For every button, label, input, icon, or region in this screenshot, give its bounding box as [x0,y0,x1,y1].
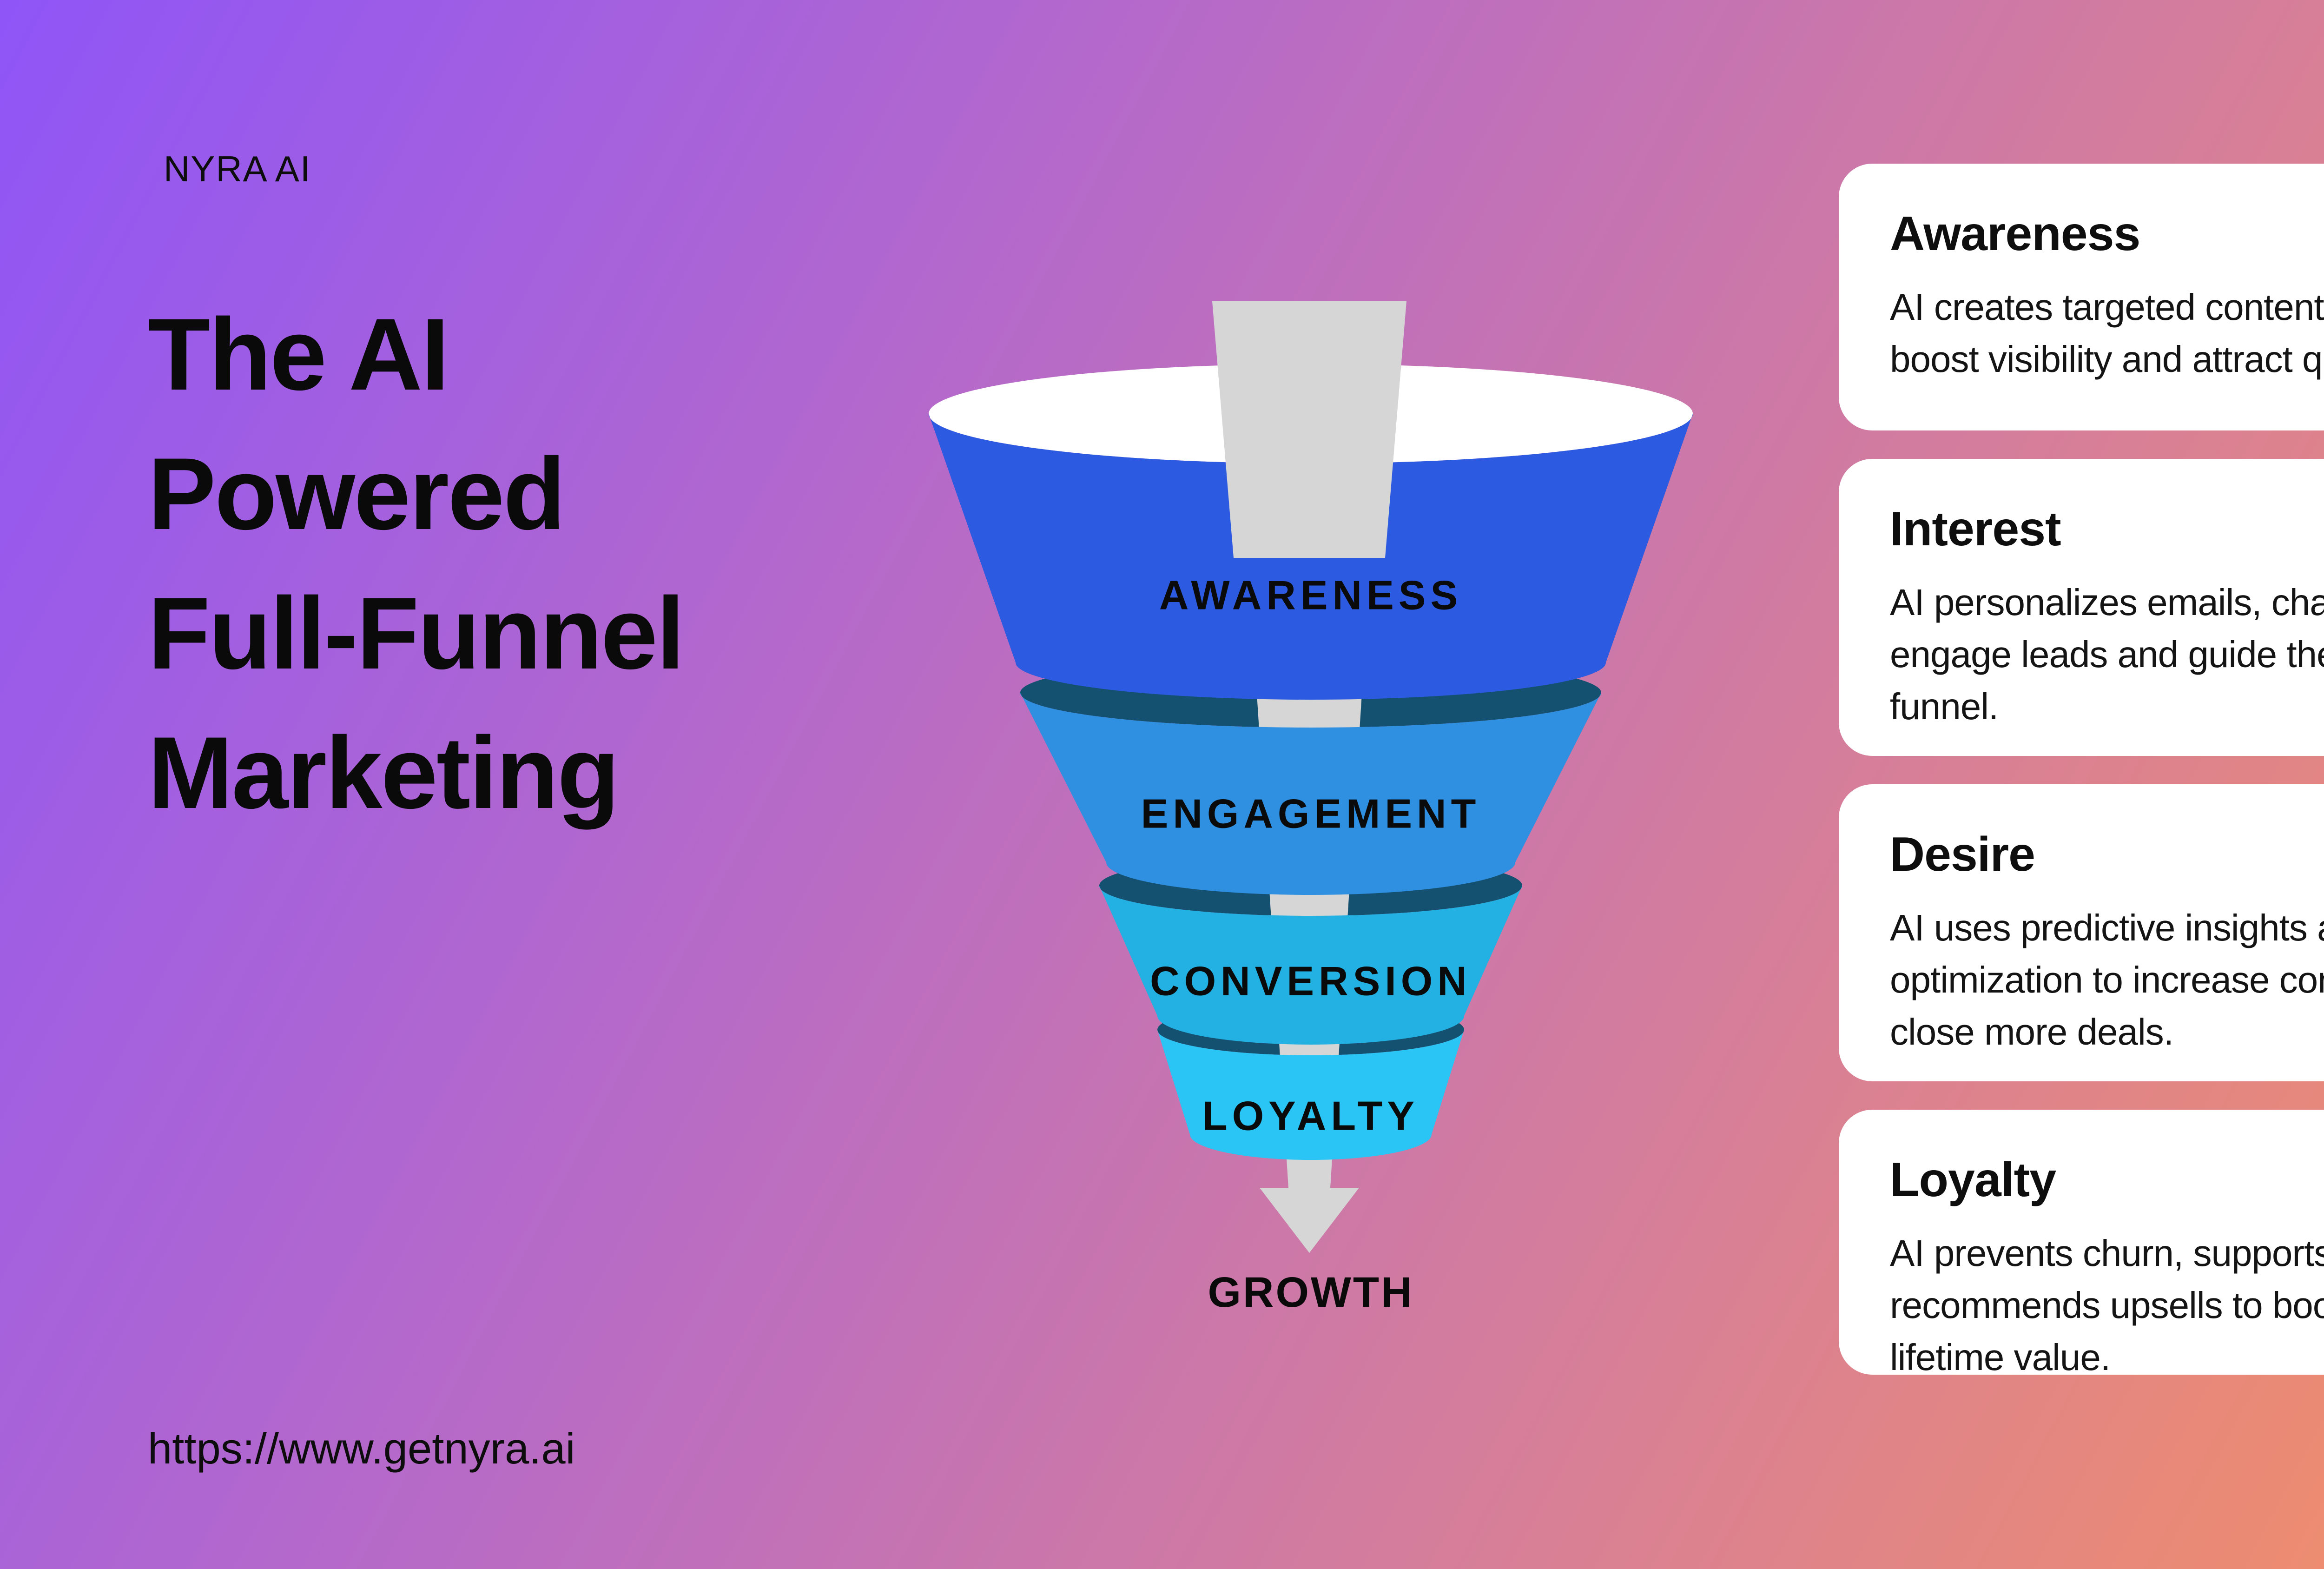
stage-label-conversion: CONVERSION [1150,958,1472,1004]
card-desire-title: Desire [1890,828,2035,881]
stage-label-awareness: AWARENESS [1159,572,1462,618]
card-loyalty-title: Loyalty [1890,1153,2056,1207]
card-interest-body: AI personalizes emails, chat, and conten… [1890,582,2324,727]
card-interest-title: Interest [1890,502,2061,556]
brand-logo: NYRA AI [164,148,311,189]
card-awareness: Awareness AI creates targeted content an… [1839,164,2324,430]
stage-label-engagement: ENGAGEMENT [1141,791,1481,837]
page-title: The AI Powered Full-Funnel Marketing [148,285,685,842]
funnel-stage-loyalty [1157,1030,1464,1160]
growth-label: GROWTH [1208,1269,1413,1316]
funnel-stage-conversion [1099,886,1522,1045]
card-awareness-body: AI creates targeted content and smart ad… [1890,286,2324,380]
card-loyalty-body: AI prevents churn, supports customers, a… [1890,1232,2324,1375]
title-line-1: The AI [148,297,449,411]
flow-chute [1212,301,1406,558]
card-loyalty: Loyalty AI prevents churn, supports cust… [1839,1110,2324,1375]
card-desire-body: AI uses predictive insights and real-tim… [1890,907,2324,1053]
funnel-diagram: AWARENESS ENGAGEMENT CONVERSION LOYALTY … [929,301,1693,1316]
stage-label-loyalty: LOYALTY [1202,1093,1419,1139]
stage-cards: Awareness AI creates targeted content an… [1839,164,2324,1375]
card-desire: Desire AI uses predictive insights and r… [1839,784,2324,1081]
card-interest: Interest AI personalizes emails, chat, a… [1839,459,2324,756]
site-url: https://www.getnyra.ai [148,1424,575,1473]
title-line-2: Powered [148,437,566,551]
funnel-stage-engagement [1020,693,1601,895]
title-line-3: Full-Funnel [148,576,685,690]
title-line-4: Marketing [148,715,620,830]
card-awareness-title: Awareness [1890,207,2140,261]
